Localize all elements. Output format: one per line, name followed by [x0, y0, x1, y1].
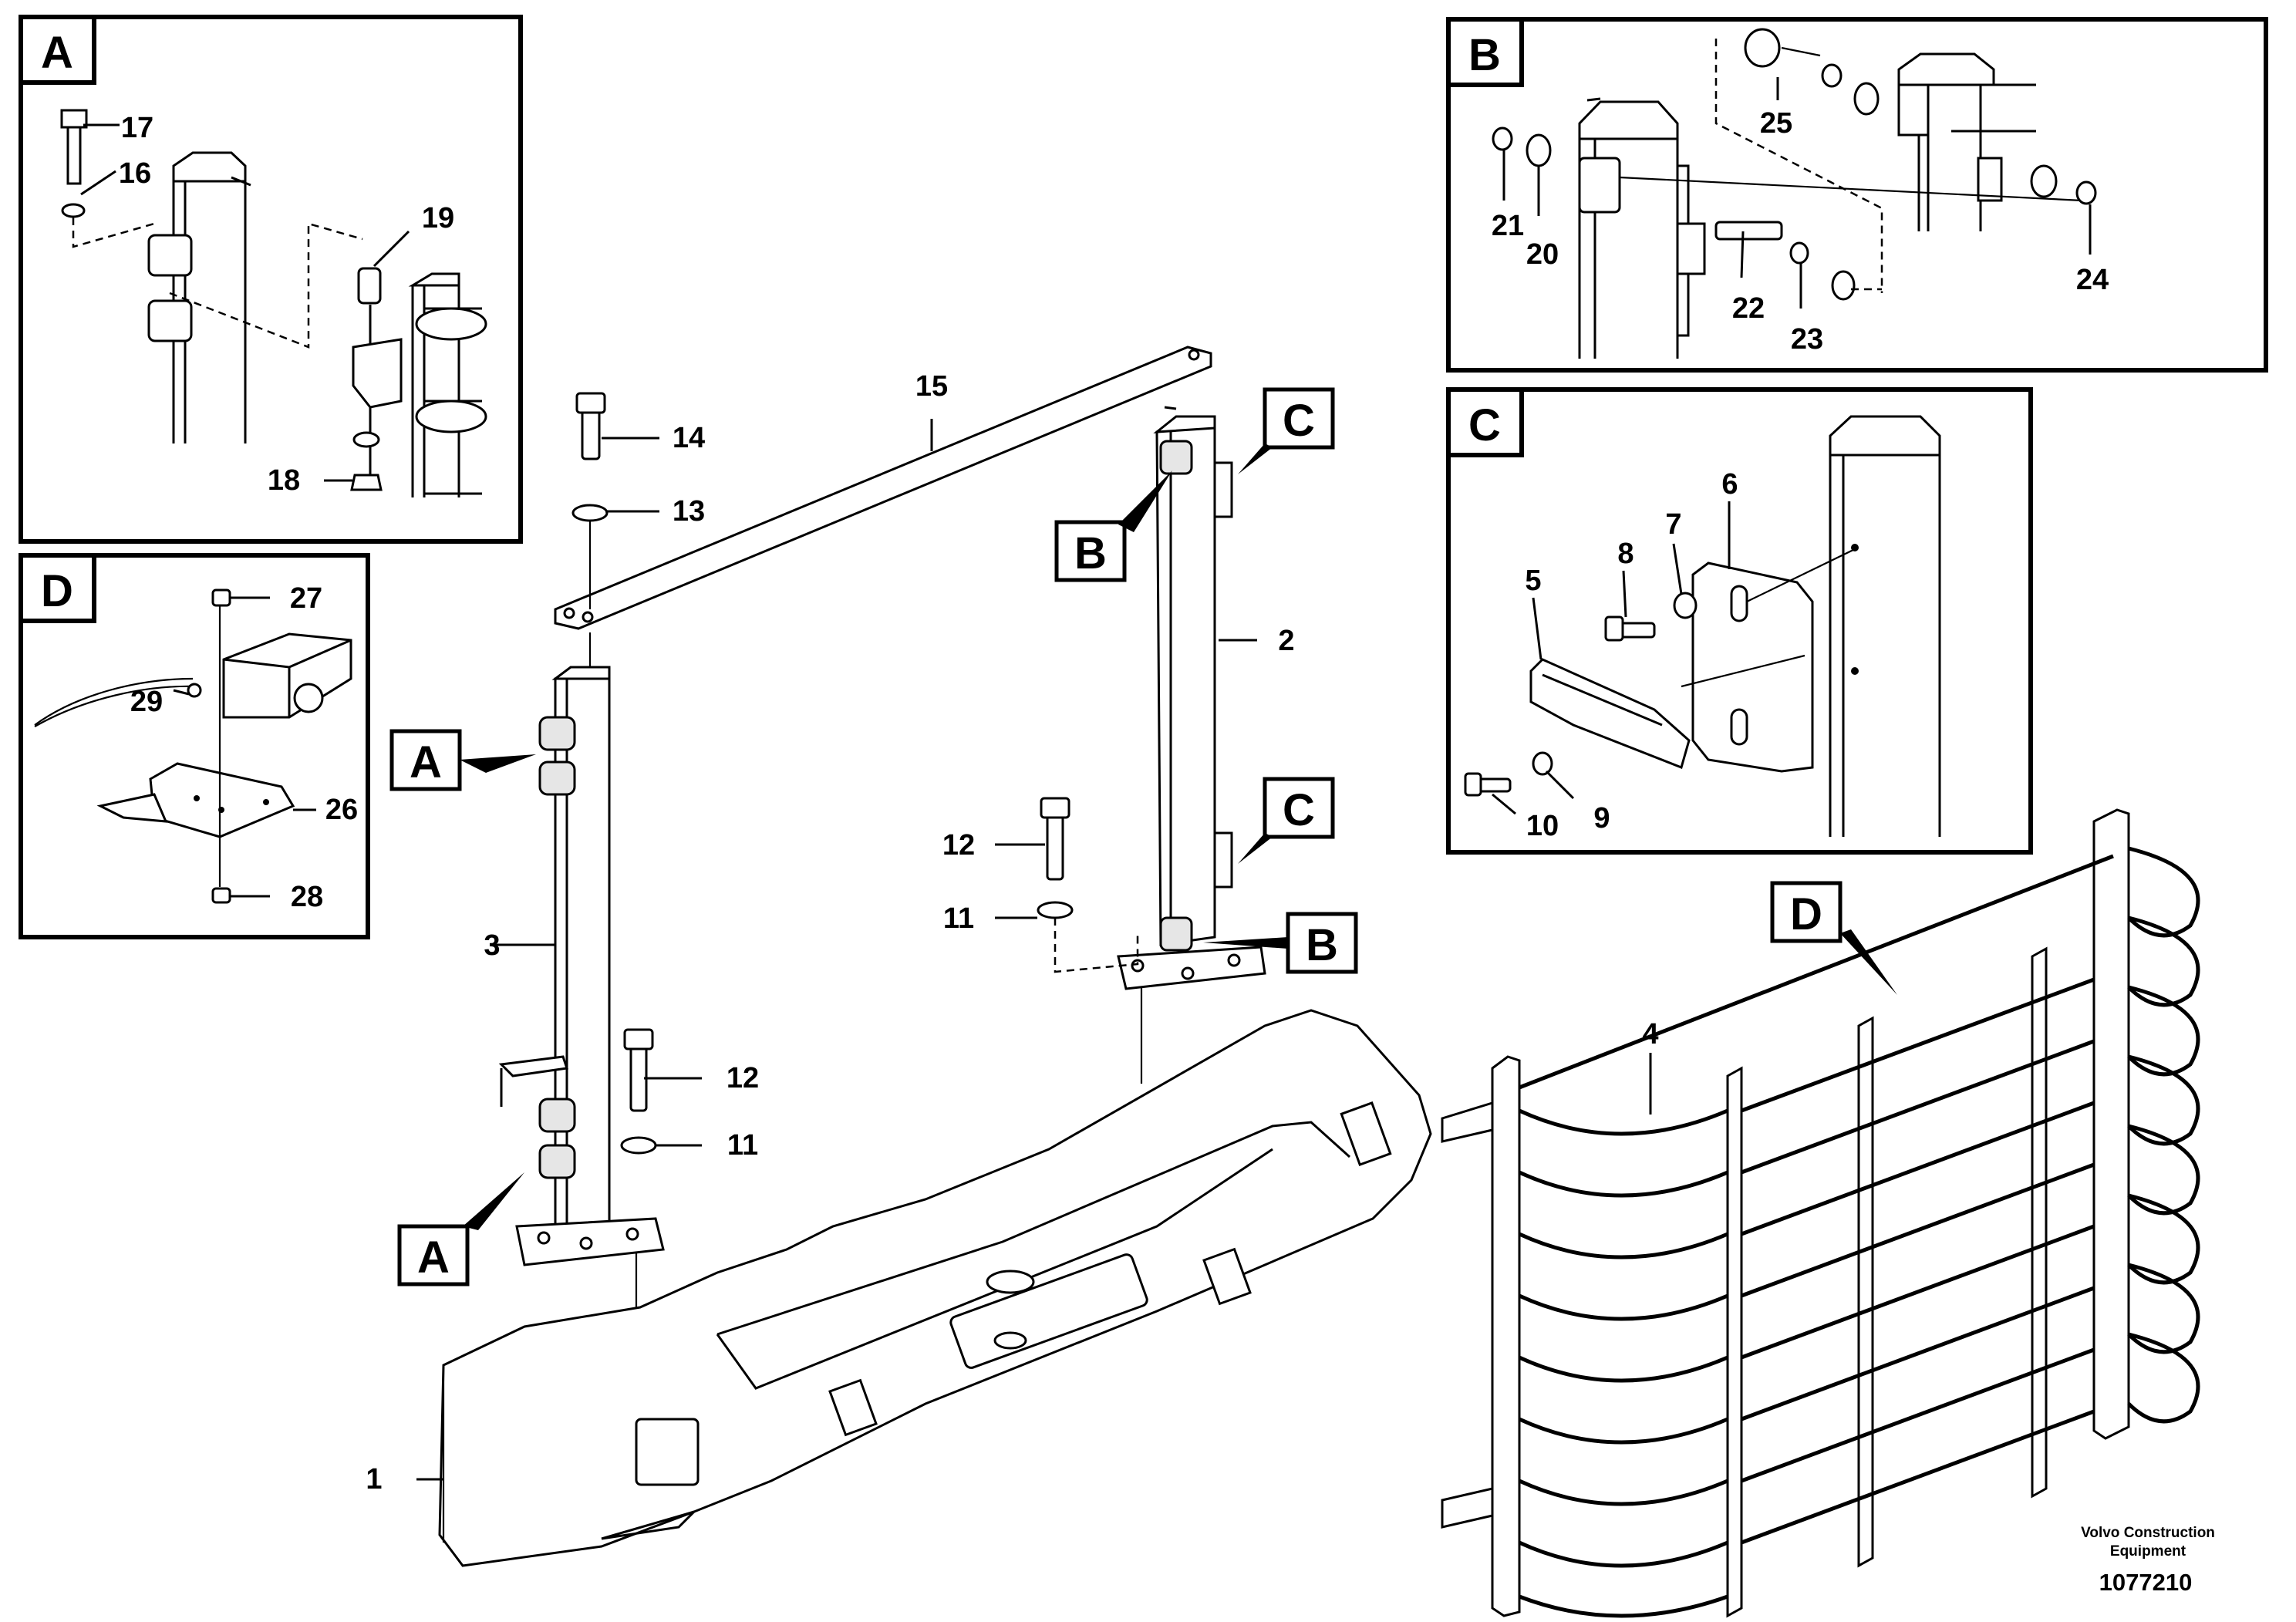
detail-d-drawing: [34, 588, 352, 904]
callout-13: 13: [673, 495, 705, 528]
callout-10: 10: [1526, 810, 1559, 842]
callout-17: 17: [121, 112, 153, 144]
callout-24: 24: [2076, 264, 2109, 296]
detail-tag-d-box: D: [19, 553, 96, 623]
callout-8: 8: [1617, 538, 1633, 570]
callout-23: 23: [1791, 323, 1823, 356]
callout-4: 4: [1642, 1018, 1658, 1050]
callout-27: 27: [290, 582, 322, 615]
svg-text:C: C: [1283, 396, 1315, 446]
callout-11-left: 11: [727, 1129, 758, 1162]
callout-28: 28: [291, 881, 323, 913]
ref-tag-c-lower: C: [1238, 777, 1335, 864]
detail-b-drawing: [1492, 28, 2097, 359]
svg-text:A: A: [417, 1233, 450, 1283]
callout-20: 20: [1526, 238, 1559, 271]
detail-frame-c: [1446, 387, 2033, 855]
callout-15: 15: [915, 370, 948, 403]
callout-16: 16: [119, 157, 151, 190]
ref-tag-b-lower: B: [1203, 912, 1358, 974]
svg-text:B: B: [1306, 920, 1338, 970]
detail-frame-a: [19, 15, 523, 544]
detail-tag-c: C: [1468, 400, 1501, 450]
main-assembly: [438, 346, 1432, 1567]
detail-tag-d: D: [41, 566, 73, 616]
callout-29: 29: [130, 686, 163, 718]
callout-9: 9: [1593, 802, 1610, 835]
side-rungs: [1741, 977, 2095, 1545]
front-rungs: [1518, 1108, 1728, 1618]
ref-tag-c-upper: C: [1238, 387, 1335, 474]
svg-text:C: C: [1283, 785, 1315, 835]
radiator-guard: [1441, 808, 2200, 1618]
callout-1: 1: [366, 1463, 382, 1496]
ref-tag-a-lower: A: [397, 1172, 524, 1286]
doc-number: 1077210: [2099, 1569, 2193, 1596]
detail-tag-b: B: [1468, 30, 1501, 80]
callout-21: 21: [1492, 210, 1524, 242]
detail-c-drawing: [1464, 415, 1941, 837]
svg-text:D: D: [1790, 889, 1822, 939]
callout-12-right: 12: [942, 829, 975, 862]
svg-text:A: A: [410, 737, 442, 787]
callout-18: 18: [268, 464, 300, 497]
callout-14: 14: [673, 422, 705, 454]
brand-line-1: Volvo Construction: [2081, 1525, 2215, 1541]
callout-12-left: 12: [727, 1062, 759, 1094]
callout-22: 22: [1732, 292, 1765, 325]
callout-3: 3: [484, 929, 500, 962]
svg-text:B: B: [1074, 528, 1107, 578]
callout-11-right: 11: [943, 902, 974, 935]
callout-19: 19: [422, 202, 454, 234]
detail-a-drawing: [60, 109, 487, 497]
end-coils: [2127, 846, 2200, 1424]
detail-frame-d: [19, 553, 370, 939]
detail-tag-c-box: C: [1446, 387, 1524, 457]
callout-5: 5: [1525, 565, 1541, 597]
ref-tag-b-upper: B: [1054, 470, 1172, 582]
brand-line-2: Equipment: [2110, 1543, 2186, 1560]
detail-tag-b-box: B: [1446, 17, 1524, 87]
callout-6: 6: [1721, 468, 1738, 501]
detail-tag-a: A: [41, 28, 73, 78]
ref-tag-d: D: [1770, 881, 1897, 995]
ref-tag-a-upper: A: [389, 729, 536, 791]
detail-tag-a-box: A: [19, 15, 96, 85]
detail-frame-b: [1446, 17, 2268, 373]
callout-25: 25: [1760, 107, 1792, 140]
callout-2: 2: [1278, 625, 1294, 657]
callout-7: 7: [1665, 508, 1681, 541]
callout-26: 26: [325, 794, 358, 826]
